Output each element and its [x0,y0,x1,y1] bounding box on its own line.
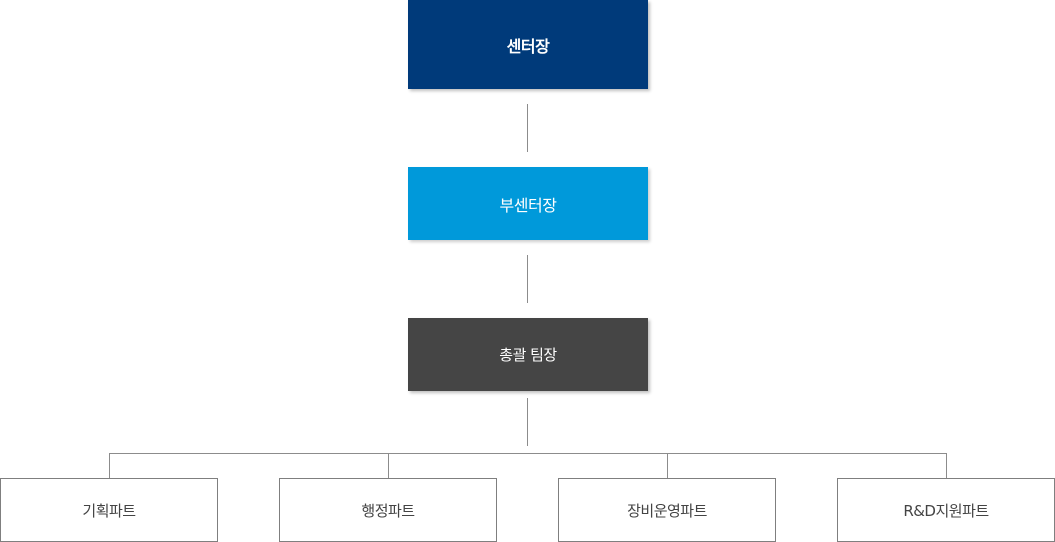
connector-part-4 [946,453,947,478]
node-part-planning: 기획파트 [0,478,218,542]
connector-part-2 [388,453,389,478]
connector-part-1 [109,453,110,478]
node-vice-director: 부센터장 [408,167,648,240]
node-part-rd-support: R&D지원파트 [837,478,1055,542]
node-vice-director-label: 부센터장 [499,195,557,215]
node-general-team-leader-label: 총괄 팀장 [499,346,557,364]
node-part-planning-label: 기획파트 [82,501,136,520]
node-part-equipment-operation: 장비운영파트 [558,478,776,542]
node-general-team-leader: 총괄 팀장 [408,318,648,391]
node-center-director-label: 센터장 [506,36,550,56]
node-part-administration: 행정파트 [279,478,497,542]
connector-vice-chief [527,255,528,303]
node-center-director: 센터장 [408,0,648,89]
connector-director-vice [527,104,528,152]
node-part-administration-label: 행정파트 [361,501,415,520]
connector-chief-down [527,398,528,446]
node-part-rd-support-label: R&D지원파트 [903,501,989,520]
connector-part-3 [667,453,668,478]
node-part-equipment-operation-label: 장비운영파트 [627,501,707,520]
connector-horizontal-bar [109,453,947,454]
